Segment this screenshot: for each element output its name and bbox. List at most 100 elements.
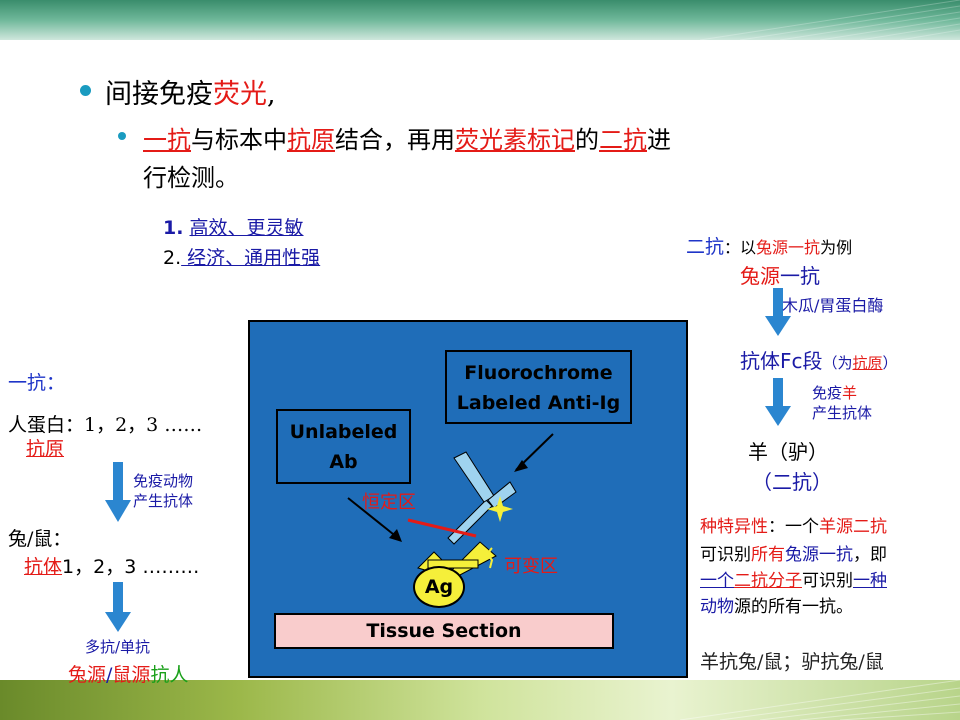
secondary-label: 二抗 [686,236,725,258]
example-part: ：以 [724,238,757,257]
fluorochrome-text-1: Fluorochrome [464,362,613,384]
advantage-1: 1. 高效、更灵敏 [163,213,304,240]
fluorochrome-label-box: Fluorochrome Labeled Anti-Ig [445,350,632,424]
spec-secondary-molecule: 二抗分子 [734,571,802,591]
advantage-2: 2. 经济、通用性强 [163,243,320,270]
description-line-2: 行检测。 [143,164,239,192]
goat-donkey-label: 羊（驴） [748,440,828,464]
species-specificity-line-4: 动物源的所有一抗。 [700,592,853,617]
spec-all: 所有 [751,545,785,565]
top-banner [0,0,960,40]
unlabeled-ab-box: Unlabeled Ab [276,409,411,484]
advantage-2-text: 经济、通用性强 [181,247,321,269]
region-divider-line [407,518,477,538]
spec-part: ，即 [853,545,887,565]
immunize-text-1: 免疫动物 [133,472,194,490]
fc-antigen: 抗原 [852,354,883,372]
tissue-section: Tissue Section [274,613,614,649]
immune-goat-line: 免疫羊 [812,382,857,403]
unlabeled-pointer-line [347,497,399,539]
slide-title: 间接免疫荧光, [105,72,276,111]
rabbit-mouse-label: 兔/鼠： [8,528,72,550]
rabbit-primary-line: 兔源一抗 [740,260,820,289]
variable-region-label: 可变区 [504,556,558,577]
fc-fragment-line: 抗体Fc段（为抗原） [740,345,898,374]
species-specificity-line-1: 种特异性：一个羊源二抗 [700,512,887,537]
fluorochrome-star [487,496,513,522]
fc-paren-close: ） [882,354,898,372]
title-bullet [80,85,91,96]
text-part: 进 [647,126,671,154]
title-prefix: 间接免疫 [105,79,213,110]
secondary-paren-label: （二抗） [752,470,832,494]
text-part: 的 [575,126,599,154]
title-suffix: , [267,79,276,110]
spec-part: 可识别 [700,545,751,565]
spec-one-species: 一种 [853,571,887,591]
antibody-diagram [347,433,554,577]
src-mouse: 鼠源 [112,664,151,686]
bottom-banner [0,680,960,720]
spec-part: ：一个 [768,517,819,537]
primary-text: 一抗 [780,264,820,288]
secondary-example-line: 二抗：以兔源一抗为例 [686,232,852,259]
subtitle-bullet [118,132,126,140]
secondary-antibody-stem [447,499,493,545]
immunize-text-2: 产生抗体 [133,492,194,510]
rabbit-src: 兔源 [740,264,780,288]
antibody-source-line: 兔源/鼠源抗人 [68,660,188,687]
fluorochrome-text-2: Labeled Anti-Ig [456,392,621,414]
text-fluorescein: 荧光素标记 [455,126,575,154]
unlabeled-text-2: Ab [329,451,358,473]
text-part: 结合，再用 [335,126,455,154]
spec-rabbit-primary: 兔源一抗 [785,545,853,565]
primary-antibody-hinge [427,559,479,569]
right-arrow-2 [765,378,791,426]
advantage-2-number: 2. [163,247,182,269]
constant-region-label: 恒定区 [362,492,416,513]
spec-animal: 动物 [700,597,734,617]
papain-text: 木瓜/胃蛋白酶 [782,296,884,315]
produce-antibody-text: 产生抗体 [812,404,873,422]
fc-paren-open: （为 [822,354,853,372]
text-part: 与标本中 [191,126,287,154]
primary-antibody-label: 一抗： [8,372,66,394]
top-banner-decoration [699,0,960,40]
right-arrow-1 [765,288,791,336]
species-specificity-line-3: 一个二抗分子可识别一种 [700,566,887,591]
fc-text: 抗体Fc段 [740,349,823,373]
antibody-label: 抗体 [24,556,63,578]
src-slash: / [106,664,113,686]
title-highlight: 荧光 [213,79,267,110]
fluoro-pointer-head [514,460,528,472]
spec-one: 一个 [700,571,734,591]
spec-goat-secondary: 羊源二抗 [819,517,887,537]
spec-part: 可识别 [802,571,853,591]
text-primary-antibody: 一抗 [143,126,191,154]
poly-mono-label: 多抗/单抗 [85,638,151,656]
left-arrow-1 [105,462,131,522]
description-line-1: 一抗与标本中抗原结合，再用荧光素标记的二抗进 [143,120,671,155]
bottom-banner-decoration [679,680,960,720]
immune-text: 免疫 [812,384,843,402]
human-protein-text: 人蛋白：1，2，3 …… [8,414,203,436]
src-anti: 抗 [150,664,170,686]
secondary-antibody-arm-1 [453,451,495,503]
antigen-label: 抗原 [26,438,65,460]
example-primary: 一抗 [788,238,821,257]
variable-region-bracket [488,547,494,569]
antibody-examples-text: 羊抗兔/鼠；驴抗兔/鼠 [700,651,884,673]
antigen-circle: Ag [413,566,465,608]
species-specificity-line-2: 可识别所有兔源一抗，即 [700,540,887,565]
example-part: 为例 [820,238,853,257]
src-rabbit: 兔源 [68,664,107,686]
text-antigen: 抗原 [287,126,335,154]
antibody-numbers: 1，2，3 ……… [62,556,200,578]
left-arrow-2 [105,582,131,632]
unlabeled-text-1: Unlabeled [289,421,398,443]
text-secondary-antibody: 二抗 [599,126,647,154]
antibody-line: 抗体1，2，3 ……… [24,552,199,579]
secondary-antibody-arm-2 [487,481,517,509]
spec-title: 种特异性 [700,517,768,537]
src-human: 人 [169,664,189,686]
